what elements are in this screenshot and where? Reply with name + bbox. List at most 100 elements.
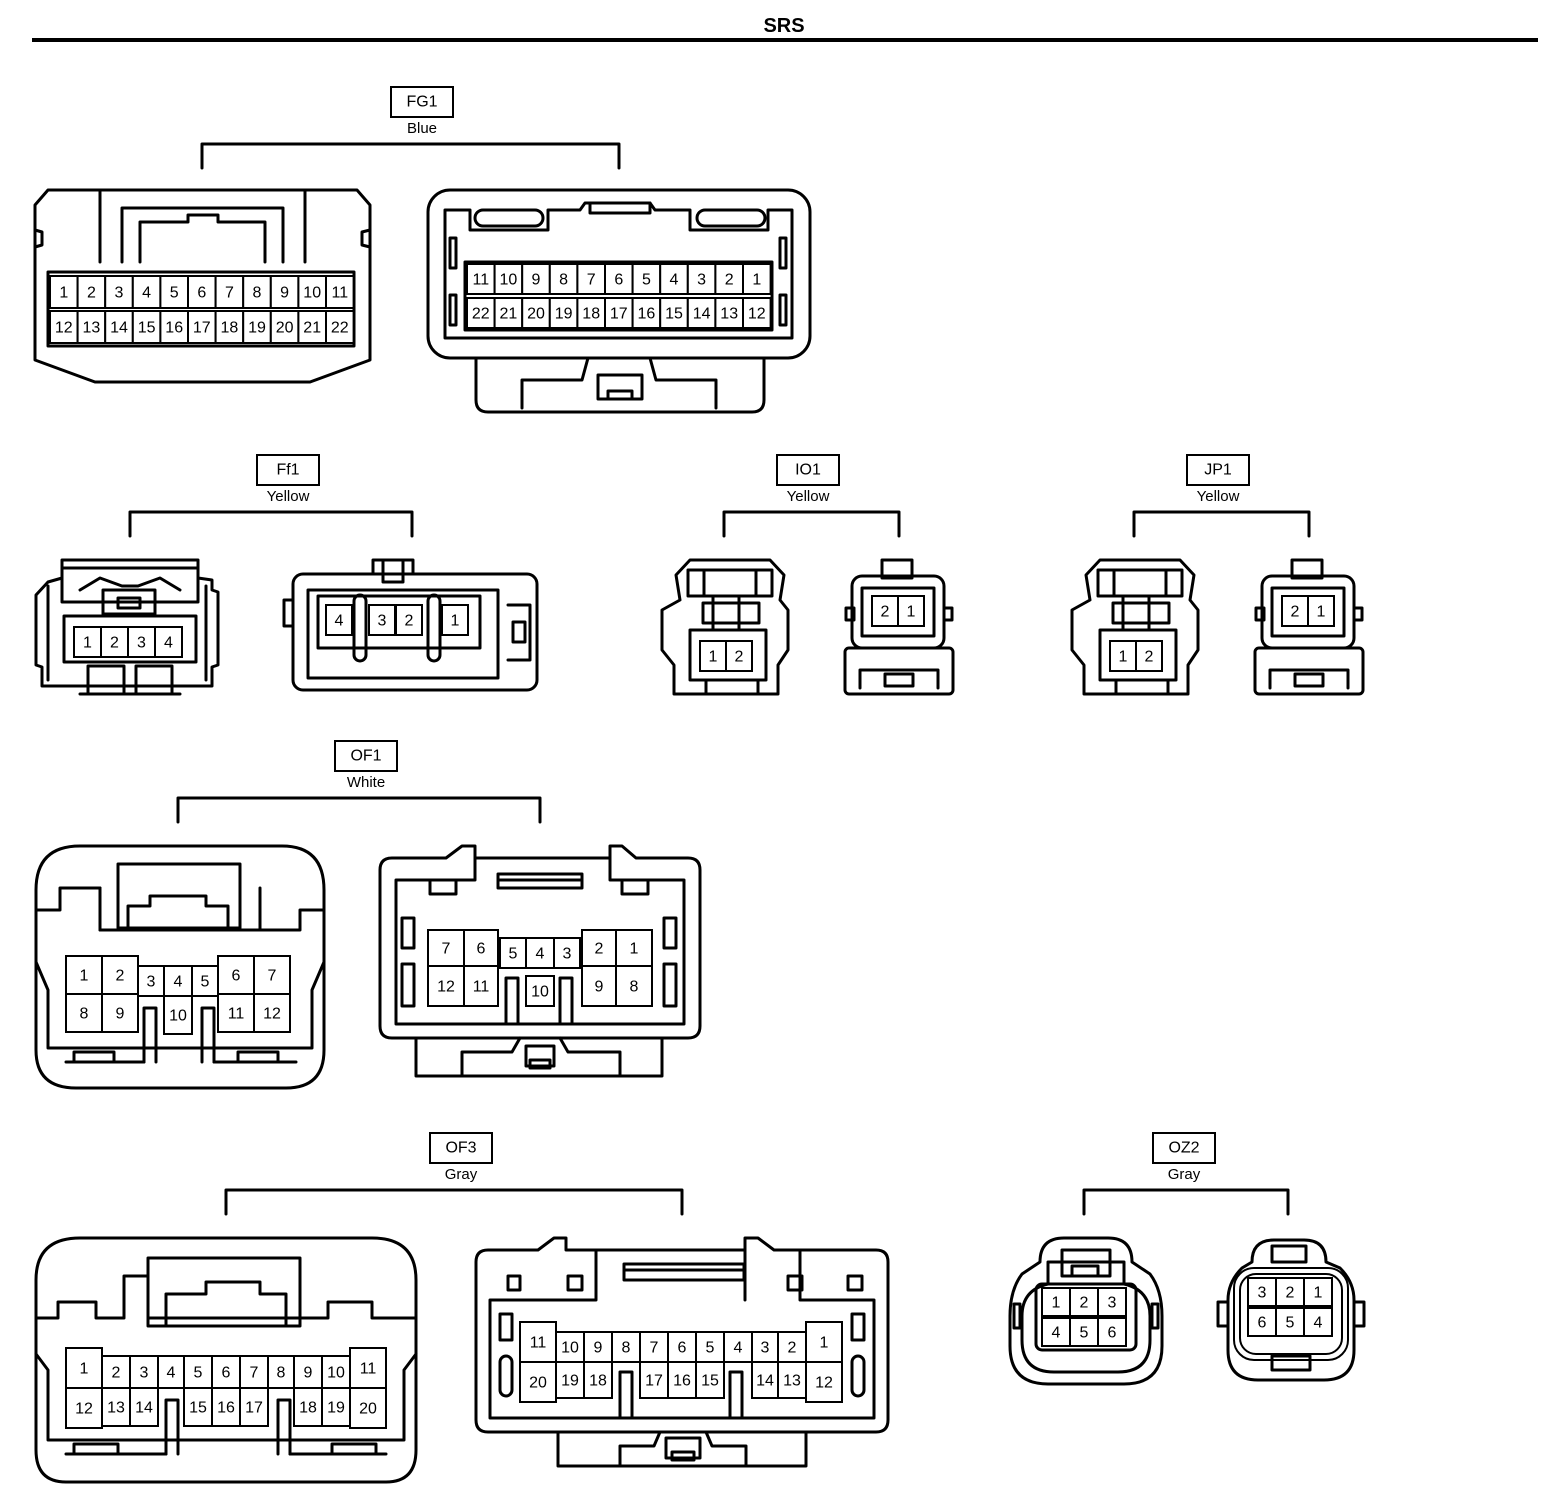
pin-label: 3 [1108,1295,1117,1312]
pin-cell [239,1387,269,1427]
pin-label: 11 [331,285,348,302]
bracket [722,510,901,538]
pin-label: 17 [645,1373,663,1390]
pin-cell [604,297,634,329]
pin-cell [1275,1277,1305,1307]
pin-label: 2 [405,613,414,630]
of1-female-top-rib [98,886,262,932]
pin-cell [349,1347,387,1389]
of3-male-guide [498,1354,514,1398]
pin-label: 6 [222,1365,231,1382]
fg1-male-slot-right [695,208,767,228]
oz2-female-inner [1020,1260,1152,1374]
pin-cell [214,310,245,344]
pin-label: 13 [783,1373,801,1390]
pin-label: 13 [107,1400,125,1417]
pin-cell [519,1361,557,1403]
jp1-male-tab [1352,606,1364,622]
pin-label: 7 [650,1340,659,1357]
pin-label: 1 [907,604,916,621]
pin-cell [581,965,617,1007]
pin-cell [615,965,653,1007]
pin-label: 2 [87,285,96,302]
pin-cell [805,1361,843,1403]
pin-cell [349,1387,387,1429]
pin-label: 6 [197,285,206,302]
pin-label: 5 [509,946,518,963]
of3-male-ribs [618,1370,744,1420]
ff1-male-housing [291,572,539,692]
fg1-male-guide [448,236,458,270]
connector-code: Ff1 [276,462,299,479]
oz2-male-tab [1352,1300,1366,1328]
pin-label: 17 [245,1400,263,1417]
fg1-male-tab-inner [606,389,634,401]
connector-code-box [776,454,840,486]
pin-label: 6 [232,968,241,985]
oz2-female-tab [1150,1302,1160,1330]
connector-code: OF3 [445,1140,476,1157]
pin-label: 2 [1286,1285,1295,1302]
pin-label: 2 [1291,604,1300,621]
of3-male-slot [506,1274,522,1292]
pin-label: 3 [761,1340,770,1357]
pin-label: 6 [477,941,486,958]
pin-label: 3 [378,613,387,630]
bracket [1082,1188,1290,1216]
of1-male-guide [662,916,678,950]
pin-label: 9 [116,1006,125,1023]
io1-male-clip [883,672,915,688]
jp1-female-top-rib [1112,568,1168,598]
ff1-male-inner [306,588,500,680]
ff1-female-top [60,566,200,604]
pin-cell [101,955,139,995]
pin-label: 18 [299,1400,317,1417]
pin-label: 14 [693,306,711,323]
pin-label: 9 [280,285,289,302]
connector-color: Blue [407,120,437,137]
jp1-male-base [1253,646,1365,696]
pin-label: 4 [1052,1325,1061,1342]
page-title: SRS [763,15,804,37]
of3-female-lock [146,1256,302,1328]
pin-label: 1 [451,613,460,630]
pin-label: 9 [594,1340,603,1357]
pin-cell [159,275,189,309]
of3-male-key [622,1262,746,1282]
pin-cell [466,263,496,295]
io1-male-key [880,558,914,580]
pin-cell [1135,640,1163,672]
pin-label: 19 [555,306,573,323]
bracket [200,142,621,170]
oz2-male-housing [1226,1238,1356,1382]
oz2-male-inner [1233,1267,1349,1361]
pin-cell [127,626,156,658]
pin-cell [101,1355,131,1389]
pin-label: 12 [437,979,455,996]
pin-label: 10 [327,1365,345,1382]
pin-cell [65,1387,103,1429]
connector-color: Yellow [267,488,310,505]
pin-label: 4 [536,946,545,963]
of3-male-guide [850,1312,866,1342]
pin-label: 2 [112,1365,121,1382]
pin-label: 4 [142,285,151,302]
pin-cell [583,1361,613,1399]
pin-cell [269,275,300,309]
pin-label: 2 [116,968,125,985]
of1-male-skirt [414,1036,664,1078]
pin-label: 1 [820,1335,829,1352]
pin-cell [555,1361,585,1399]
fg1-female-housing [33,188,372,384]
io1-female-housing [660,558,790,696]
fg1-male-tab [596,373,644,401]
fg1-male-inner-frame [443,201,794,340]
fg1-female-latch-left [33,228,44,249]
pin-cell [183,1387,213,1427]
ff1-female-pin-frame [62,614,198,664]
pin-label: 1 [1314,1285,1323,1302]
oz2-male-tab [1216,1300,1230,1328]
